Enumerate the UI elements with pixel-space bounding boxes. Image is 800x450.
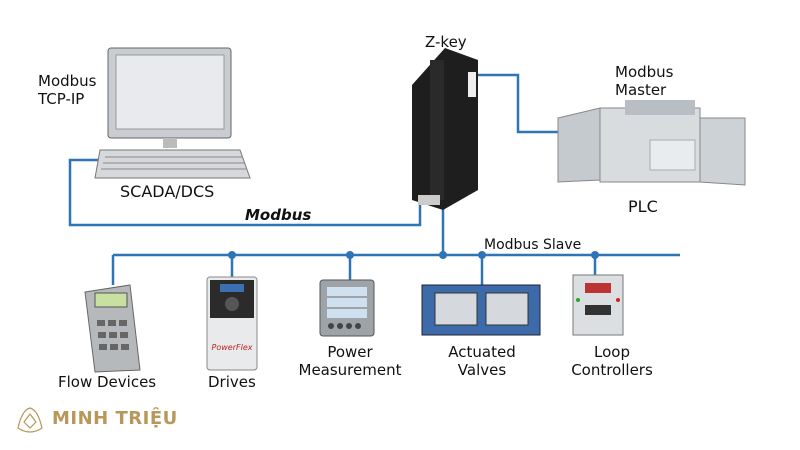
zkey-device-icon	[412, 48, 478, 210]
minh-trieu-logo-icon	[17, 407, 43, 433]
computer-icon	[94, 47, 251, 179]
zkey-label: Z-key	[425, 33, 467, 51]
drives-label: Drives	[208, 373, 256, 391]
flow-device-icon	[84, 284, 141, 373]
modbus-tcp-label: Modbus TCP-IP	[38, 72, 97, 108]
plc-link	[478, 73, 565, 134]
actuated-valves-label: Actuated Valves	[448, 343, 516, 379]
loop-controller-icon	[572, 274, 624, 336]
power-meter-icon	[319, 279, 375, 337]
bus-nodes	[228, 251, 599, 259]
modbus-label: Modbus	[245, 206, 312, 224]
drive-icon: PowerFlex	[206, 276, 258, 371]
brand-logo-text: MINH TRIỆU	[52, 408, 178, 429]
flow-devices-label: Flow Devices	[58, 373, 157, 391]
modbus-slave-label: Modbus Slave	[484, 237, 582, 253]
actuated-valves-icon	[421, 284, 541, 336]
plc-label: PLC	[628, 197, 658, 216]
svg-text:PowerFlex: PowerFlex	[212, 343, 253, 352]
scada-label: SCADA/DCS	[120, 182, 215, 201]
plc-icon	[557, 100, 746, 186]
scada-link	[68, 158, 422, 227]
power-measurement-label: Power Measurement	[298, 343, 402, 379]
modbus-master-label: Modbus Master	[615, 63, 674, 99]
loop-controllers-label: Loop Controllers	[571, 343, 653, 379]
